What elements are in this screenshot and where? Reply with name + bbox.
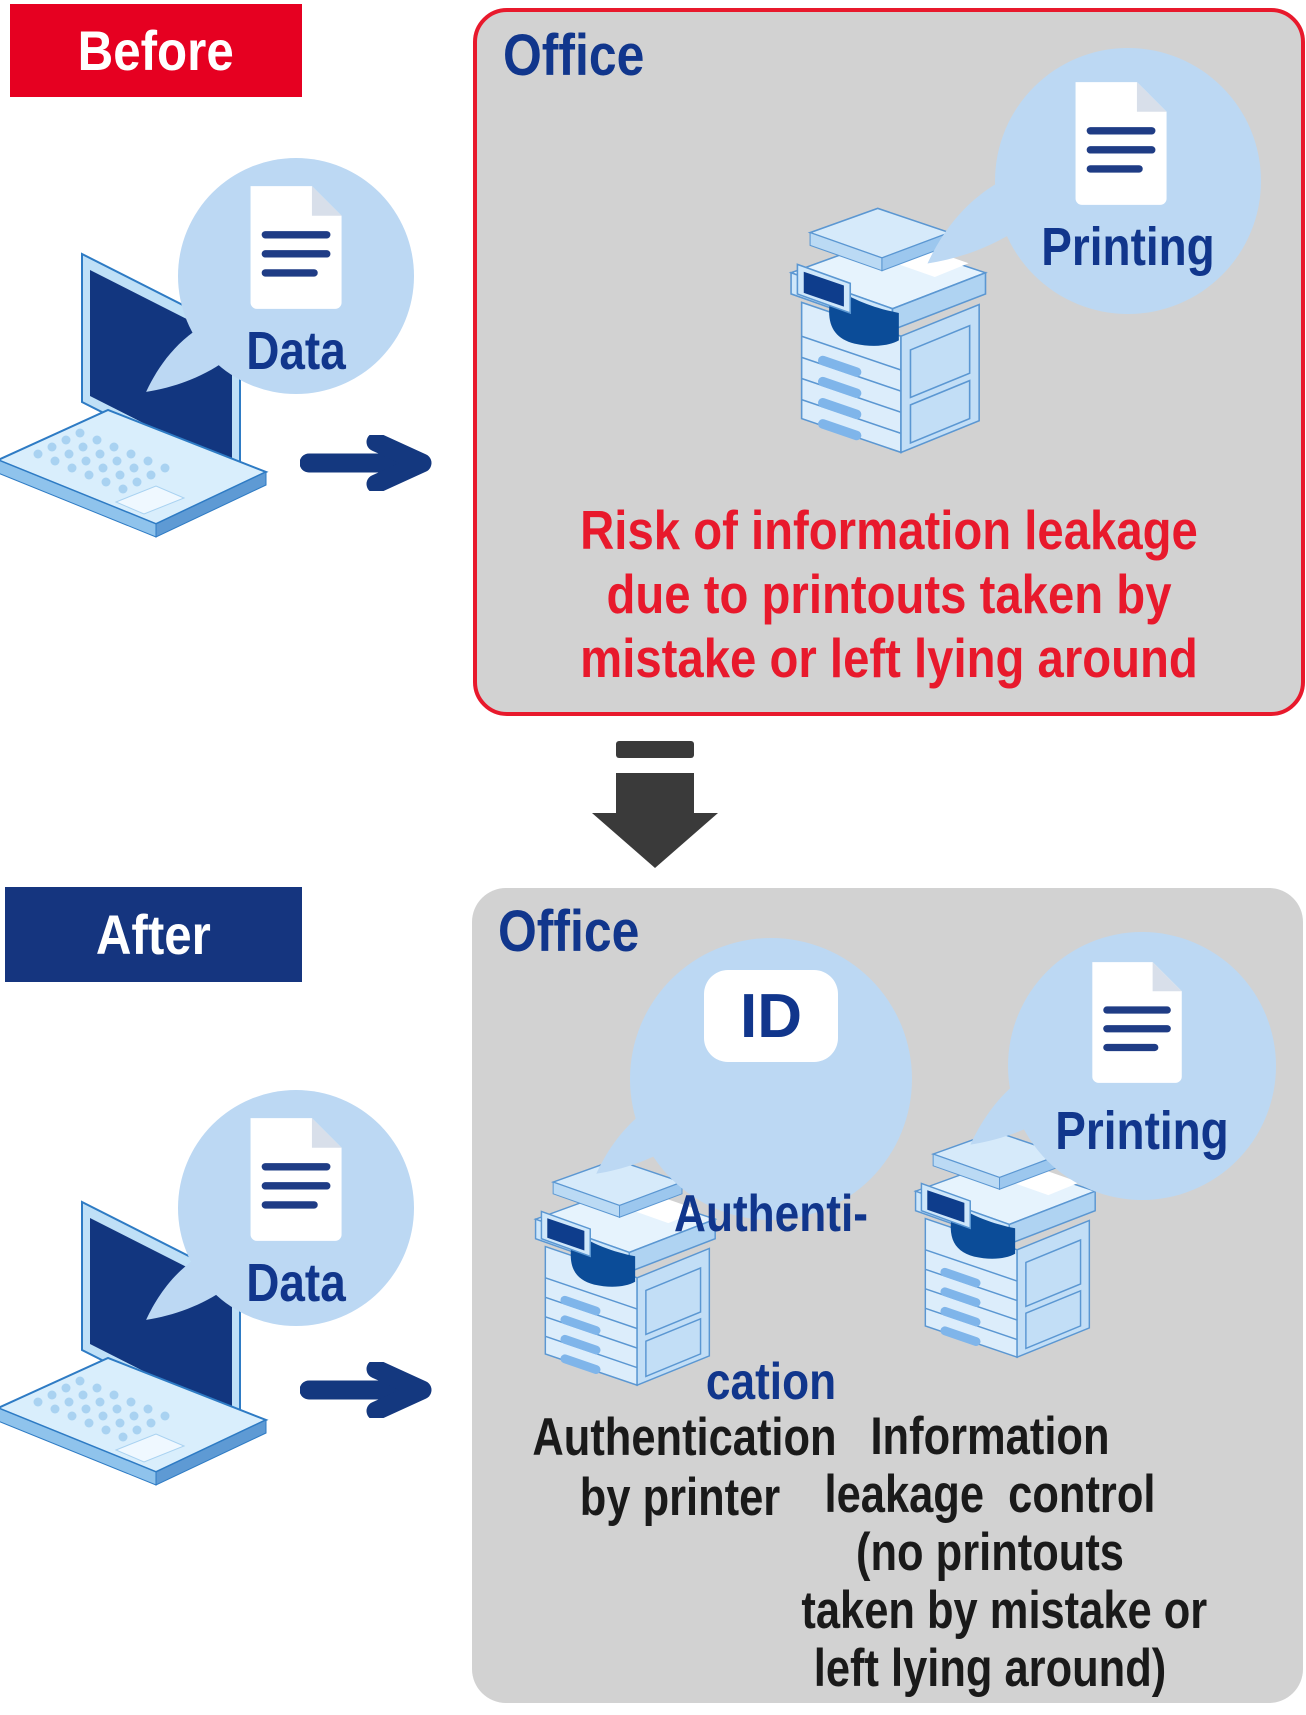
caption-information-leakage-control: Information leakage control (no printout…: [801, 1407, 1208, 1698]
data-bubble-after: Data: [178, 1090, 414, 1326]
after-badge: After: [5, 887, 302, 982]
auth-bubble-label: Authenti- cation: [651, 1074, 891, 1522]
auth-bubble-line-1: Authenti-: [674, 1185, 868, 1243]
data-bubble: Data: [178, 158, 414, 394]
before-badge-label: Before: [77, 19, 235, 82]
printing-bubble-before: Printing: [995, 48, 1261, 314]
before-badge: Before: [10, 4, 302, 97]
id-authentication-bubble: ID Authenti- cation: [630, 938, 912, 1410]
document-icon: [242, 1116, 348, 1243]
id-card-icon: ID: [704, 970, 838, 1062]
risk-text-line-3: mistake or left lying around: [580, 627, 1198, 689]
caption-auth-line-1: Authentication: [532, 1408, 837, 1467]
printing-bubble-after: Printing: [1008, 932, 1276, 1200]
id-card-label: ID: [740, 981, 802, 1051]
right-arrow-icon: [300, 1362, 432, 1418]
right-arrow-icon: [300, 435, 432, 491]
printing-bubble-label: Printing: [1041, 217, 1215, 277]
data-bubble-label: Data: [246, 1253, 346, 1313]
caption-info-line-3: (no printouts: [856, 1523, 1124, 1582]
caption-authentication-by-printer: Authentication by printer: [532, 1408, 837, 1528]
risk-text-line-2: due to printouts taken by: [606, 563, 1172, 625]
caption-info-line-4: taken by mistake or: [801, 1581, 1208, 1640]
down-arrow-icon: [592, 741, 718, 868]
document-icon: [1084, 960, 1188, 1085]
risk-text: Risk of information leakage due to print…: [535, 498, 1244, 690]
document-icon: [242, 184, 348, 311]
caption-info-line-1: Information: [870, 1407, 1110, 1466]
printing-bubble-label: Printing: [1055, 1101, 1229, 1161]
caption-info-line-5: left lying around): [813, 1639, 1167, 1698]
data-bubble-label: Data: [246, 321, 346, 381]
after-badge-label: After: [95, 903, 212, 966]
risk-text-line-1: Risk of information leakage: [580, 499, 1198, 561]
auth-bubble-line-2: cation: [705, 1353, 837, 1411]
document-icon: [1067, 80, 1173, 207]
caption-auth-line-2: by printer: [579, 1468, 781, 1527]
caption-info-line-2: leakage control: [824, 1465, 1156, 1524]
office-label-after: Office: [498, 899, 640, 964]
office-label-before: Office: [503, 23, 645, 88]
speech-bubble-tail-icon: [925, 166, 1025, 266]
